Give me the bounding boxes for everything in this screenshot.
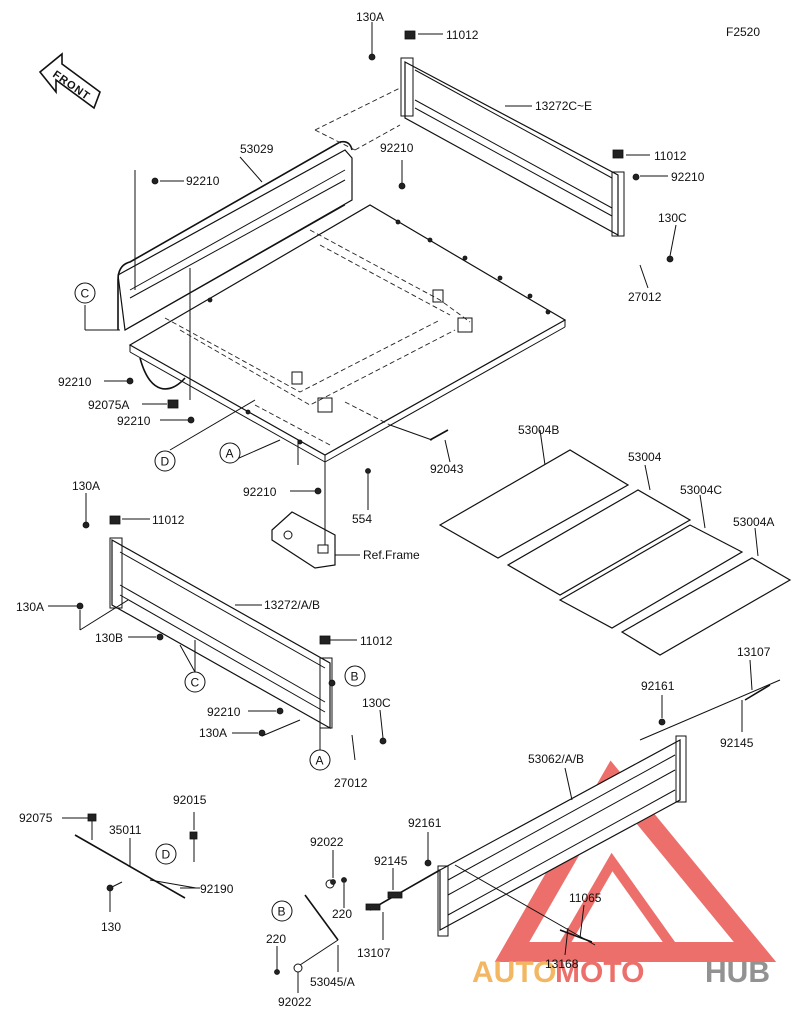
callout-d1: D xyxy=(154,450,176,472)
label-53045a: 53045/A xyxy=(310,975,355,989)
callout-a1: A xyxy=(219,442,241,464)
label-220-a: 220 xyxy=(332,907,352,921)
label-92075a: 92075A xyxy=(88,398,129,412)
label-130c-m: 130C xyxy=(362,696,391,710)
label-ref-frame: Ref.Frame xyxy=(363,548,420,562)
label-11065: 11065 xyxy=(569,891,602,905)
label-11012-r: 11012 xyxy=(654,149,687,163)
svg-text:B: B xyxy=(351,670,359,684)
label-27012-m: 27012 xyxy=(334,776,368,790)
label-92210-r: 92210 xyxy=(671,170,705,184)
label-92210-f: 92210 xyxy=(207,705,241,719)
label-11012-m: 11012 xyxy=(360,634,393,648)
label-35011: 35011 xyxy=(109,823,142,837)
label-27012-r: 27012 xyxy=(628,290,662,304)
svg-text:D: D xyxy=(162,848,171,862)
label-92210-d: 92210 xyxy=(117,414,151,428)
label-92145-m: 92145 xyxy=(374,854,408,868)
floor-mats xyxy=(438,449,792,656)
leader-lines xyxy=(48,22,759,993)
label-53029: 53029 xyxy=(240,142,274,156)
svg-text:C: C xyxy=(191,676,200,690)
label-53004a: 53004A xyxy=(733,515,774,529)
label-92210-c: 92210 xyxy=(58,375,92,389)
label-92043: 92043 xyxy=(430,462,464,476)
label-92145-r: 92145 xyxy=(720,736,754,750)
label-220-b: 220 xyxy=(266,932,286,946)
label-130a-l: 130A xyxy=(72,479,100,493)
label-92022-b: 92022 xyxy=(278,995,312,1009)
label-130c-r: 130C xyxy=(658,211,687,225)
label-53004b: 53004B xyxy=(518,423,559,437)
label-92161-m: 92161 xyxy=(408,816,442,830)
rear-gate-13272ab xyxy=(109,537,333,730)
pins xyxy=(429,429,771,943)
label-13272ce: 13272C~E xyxy=(535,99,592,113)
ref-frame-bracket xyxy=(271,511,360,569)
figure-code: F2520 xyxy=(726,25,760,39)
svg-text:B: B xyxy=(278,905,286,919)
label-92022-t: 92022 xyxy=(310,835,344,849)
front-arrow-icon: FRONT xyxy=(38,52,101,110)
label-92210-e: 92210 xyxy=(243,485,277,499)
svg-text:A: A xyxy=(316,754,324,768)
stay-rod-35011 xyxy=(74,813,198,899)
label-92190: 92190 xyxy=(200,882,234,896)
label-554: 554 xyxy=(352,512,372,526)
label-92015: 92015 xyxy=(173,793,207,807)
callout-b2: B xyxy=(271,900,293,922)
label-53062ab: 53062/A/B xyxy=(528,752,584,766)
linkage-53045a xyxy=(293,869,441,973)
label-13168: 13168 xyxy=(545,957,579,971)
label-13107-m: 13107 xyxy=(357,946,391,960)
svg-text:D: D xyxy=(161,455,170,469)
label-92210-a: 92210 xyxy=(186,174,220,188)
bed-floor xyxy=(128,204,567,463)
label-130a-top: 130A xyxy=(356,10,384,24)
label-53004c: 53004C xyxy=(680,483,722,497)
label-130a-l2: 130A xyxy=(16,600,44,614)
label-11012-l: 11012 xyxy=(152,513,185,527)
label-130b: 130B xyxy=(95,631,123,645)
label-130: 130 xyxy=(101,920,121,934)
svg-text:A: A xyxy=(226,447,234,461)
watermark-auto: AUTO xyxy=(472,956,556,989)
callout-b1: B xyxy=(344,665,366,687)
watermark-moto: MOTO xyxy=(555,956,644,989)
callout-d2: D xyxy=(155,843,177,865)
side-gate-53062ab xyxy=(437,679,781,946)
left-wall-53029 xyxy=(117,140,353,331)
callout-c2: C xyxy=(184,671,206,693)
label-92075: 92075 xyxy=(19,811,53,825)
label-130a-l3: 130A xyxy=(199,726,227,740)
label-53004: 53004 xyxy=(628,450,662,464)
callout-c1: C xyxy=(74,282,96,304)
label-92161-r: 92161 xyxy=(641,679,675,693)
front-panel-13272ce xyxy=(314,57,625,237)
watermark-logo: AUTO MOTO HUB xyxy=(472,760,777,989)
label-92210-b: 92210 xyxy=(380,141,414,155)
label-13272ab: 13272/A/B xyxy=(264,598,320,612)
svg-text:C: C xyxy=(81,287,90,301)
part-labels: 130A 11012 13272C~E 53029 92210 92210 11… xyxy=(16,10,774,1009)
watermark-hub: HUB xyxy=(705,956,770,989)
label-11012-top: 11012 xyxy=(446,28,479,42)
callout-a2: A xyxy=(309,749,331,771)
label-13107-r: 13107 xyxy=(737,645,771,659)
